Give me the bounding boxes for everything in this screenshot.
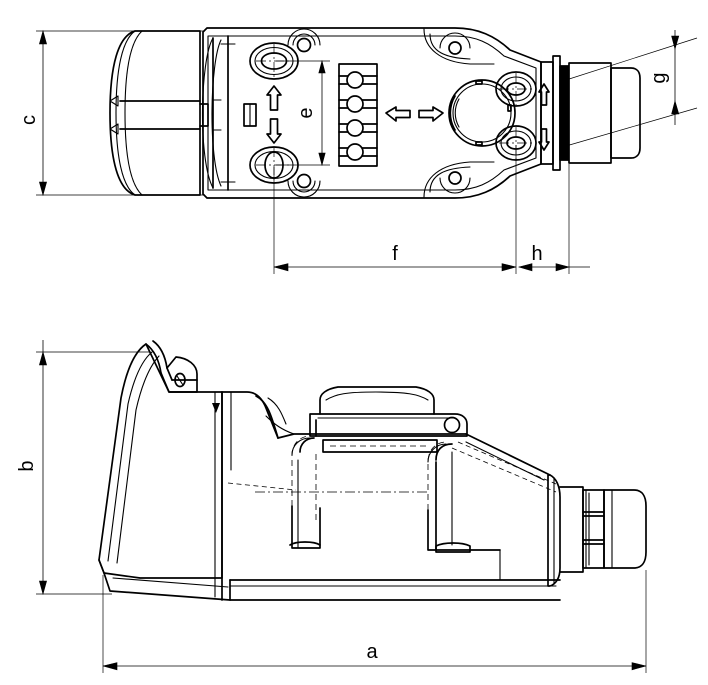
side-view-dimensions: b a — [16, 340, 647, 673]
terminal-block — [338, 63, 378, 167]
dimension-label-c: c — [18, 115, 40, 125]
right-arrow — [418, 106, 444, 122]
dimension-f: f — [273, 145, 517, 274]
socket-cylinder — [109, 30, 209, 196]
mounting-hole — [249, 42, 299, 184]
dimension-c: c — [18, 29, 205, 197]
lid-latch — [145, 340, 198, 393]
cable-gland — [540, 55, 641, 171]
screw-boss — [287, 28, 495, 198]
socket-cover — [98, 343, 297, 601]
side-view — [98, 340, 647, 601]
dimension-label-b: b — [16, 460, 38, 471]
dimension-e: e — [276, 59, 330, 167]
dimension-label-h: h — [531, 243, 542, 265]
dimension-label-f: f — [392, 243, 398, 265]
dimension-label-g: g — [648, 72, 670, 83]
dimension-a: a — [102, 570, 647, 673]
internal-boss — [255, 435, 557, 581]
housing-side-body — [212, 391, 561, 601]
down-arrow — [266, 118, 282, 144]
dimension-label-e: e — [295, 107, 317, 118]
up-arrow — [266, 85, 282, 111]
cable-gland — [547, 474, 647, 587]
dimension-h: h — [517, 164, 590, 274]
cable-clamp — [309, 386, 468, 453]
top-view-dimensions: c e g f — [18, 29, 698, 274]
dimension-g: g — [565, 30, 698, 147]
dimension-label-a: a — [366, 641, 378, 663]
circular-port — [448, 79, 516, 147]
left-arrow — [385, 106, 411, 122]
top-view — [109, 27, 641, 199]
dimension-b: b — [16, 340, 150, 596]
